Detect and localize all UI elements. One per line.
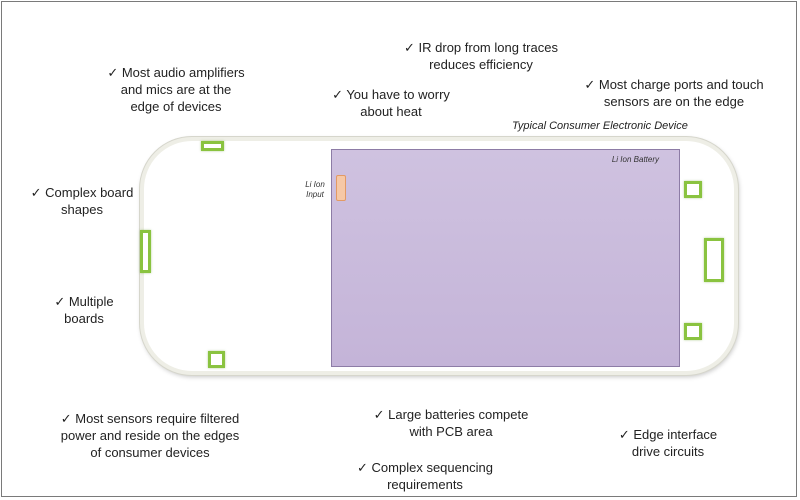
note-board-shapes: ✓ Complex board shapes [26, 167, 138, 218]
note-ir-drop: ✓ IR drop from long traces reduces effic… [396, 22, 566, 73]
note-sequencing: ✓ Complex sequencing requirements [350, 442, 500, 493]
top-edge-pad [201, 141, 224, 151]
note-audio: ✓ Most audio amplifiers and mics are at … [96, 47, 256, 115]
li-ion-input-label: Li Ion Input [305, 180, 325, 199]
note-board-shapes-text: ✓ Complex board shapes [30, 185, 134, 217]
bottom-left-pad [208, 351, 225, 368]
note-edge-interface: ✓ Edge interface drive circuits [612, 409, 724, 460]
right-edge-pad [704, 238, 724, 282]
note-multiple-boards-text: ✓ Multiple boards [54, 294, 114, 326]
li-ion-input-connector [336, 175, 346, 201]
battery-label: Li Ion Battery [611, 155, 659, 164]
note-multiple-boards: ✓ Multiple boards [48, 276, 120, 327]
right-bottom-pad [684, 323, 702, 340]
note-charge-ports-text: ✓ Most charge ports and touch sensors ar… [584, 77, 764, 109]
device-title: Typical Consumer Electronic Device [512, 120, 688, 132]
note-sensors: ✓ Most sensors require filtered power an… [50, 393, 250, 461]
left-edge-pad [140, 230, 151, 273]
note-edge-interface-text: ✓ Edge interface drive circuits [618, 427, 718, 459]
note-charge-ports: ✓ Most charge ports and touch sensors ar… [574, 59, 774, 110]
note-audio-text: ✓ Most audio amplifiers and mics are at … [107, 65, 245, 114]
right-top-pad [684, 181, 702, 198]
note-sequencing-text: ✓ Complex sequencing requirements [357, 460, 493, 492]
note-batteries-text: ✓ Large batteries compete with PCB area [373, 407, 529, 439]
li-ion-battery: Li Ion Battery [331, 149, 680, 367]
note-sensors-text: ✓ Most sensors require filtered power an… [60, 411, 240, 460]
note-batteries: ✓ Large batteries compete with PCB area [366, 389, 536, 440]
note-heat-text: ✓ You have to worry about heat [332, 87, 450, 119]
note-heat: ✓ You have to worry about heat [326, 69, 456, 120]
note-ir-drop-text: ✓ IR drop from long traces reduces effic… [404, 40, 558, 72]
